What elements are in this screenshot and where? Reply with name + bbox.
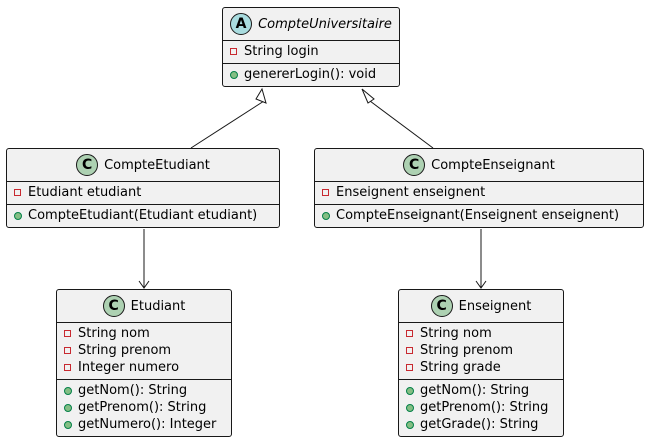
inheritance-arrowhead [255,87,267,104]
method-row: CompteEtudiant(Etudiant etudiant) [13,207,273,224]
attribute-row: String login [229,43,393,60]
public-visibility-icon [63,386,72,395]
methods-section: genererLogin(): void [223,63,399,86]
method-row: getPrenom(): String [405,399,557,416]
attribute-text: Integer numero [78,360,180,375]
private-visibility-icon [405,347,414,354]
method-row: genererLogin(): void [229,66,393,83]
private-visibility-icon [229,48,238,55]
attribute-text: String grade [420,360,501,375]
abstract-class-badge-icon: A [230,13,253,35]
attribute-text: Etudiant etudiant [28,185,142,200]
attribute-text: String login [244,44,319,59]
attribute-text: String prenom [420,343,514,358]
attributes-section: String nom String prenom Integer numero [57,322,231,379]
inheritance-enseignant-line [369,100,434,149]
attribute-row: Etudiant etudiant [13,184,273,201]
method-text: getPrenom(): String [420,400,549,415]
methods-section: CompteEnseignant(Enseignent enseignent) [315,204,643,227]
method-row: getGrade(): String [405,416,557,433]
private-visibility-icon [63,347,72,354]
methods-section: CompteEtudiant(Etudiant etudiant) [7,204,279,227]
class-name: Etudiant [130,298,186,314]
class-etudiant[interactable]: C Etudiant String nom String prenom Inte… [56,289,232,437]
public-visibility-icon [229,70,238,79]
public-visibility-icon [13,211,22,220]
private-visibility-icon [63,330,72,337]
class-compte-universitaire[interactable]: A CompteUniversitaire String login gener… [222,7,400,87]
class-name: CompteEnseignant [431,157,555,173]
inheritance-etudiant-line [190,100,265,149]
public-visibility-icon [405,386,414,395]
attribute-row: String prenom [63,342,225,359]
attributes-section: String nom String prenom String grade [399,322,563,379]
private-visibility-icon [13,189,22,196]
attribute-text: String nom [78,326,150,341]
method-text: CompteEnseignant(Enseignent enseignent) [336,208,620,223]
attribute-row: String prenom [405,342,557,359]
method-text: getNom(): String [420,383,530,398]
class-compte-enseignant[interactable]: C CompteEnseignant Enseignent enseignent… [314,148,644,228]
method-text: getPrenom(): String [78,400,207,415]
class-badge-icon: C [430,295,453,317]
class-badge-icon: C [76,154,99,176]
method-text: getNom(): String [78,383,188,398]
public-visibility-icon [405,420,414,429]
class-name: CompteEtudiant [104,157,210,173]
attributes-section: String login [223,40,399,63]
public-visibility-icon [63,403,72,412]
class-compte-etudiant[interactable]: C CompteEtudiant Etudiant etudiant Compt… [6,148,280,228]
association-arrowhead [475,280,487,289]
private-visibility-icon [405,364,414,371]
inheritance-arrowhead [361,88,375,104]
attributes-section: Etudiant etudiant [7,181,279,204]
methods-section: getNom(): String getPrenom(): String get… [57,379,231,436]
private-visibility-icon [321,189,330,196]
class-badge-icon: C [403,154,426,176]
method-text: getGrade(): String [420,417,539,432]
method-text: CompteEtudiant(Etudiant etudiant) [28,208,258,223]
attribute-text: Enseignent enseignent [336,185,486,200]
attributes-section: Enseignent enseignent [315,181,643,204]
class-name: Enseignent [458,298,532,314]
attribute-row: String nom [405,325,557,342]
method-row: getPrenom(): String [63,399,225,416]
class-name: CompteUniversitaire [258,16,392,32]
class-badge-icon: C [102,295,125,317]
method-row: getNom(): String [63,382,225,399]
class-enseignent[interactable]: C Enseignent String nom String prenom St… [398,289,564,437]
private-visibility-icon [405,330,414,337]
attribute-row: String nom [63,325,225,342]
attribute-text: String prenom [78,343,172,358]
method-row: getNom(): String [405,382,557,399]
method-text: getNumero(): Integer [78,417,217,432]
method-row: CompteEnseignant(Enseignent enseignent) [321,207,637,224]
private-visibility-icon [63,364,72,371]
attribute-text: String nom [420,326,492,341]
method-text: genererLogin(): void [244,67,377,82]
public-visibility-icon [63,420,72,429]
association-arrowhead [138,280,150,289]
attribute-row: String grade [405,359,557,376]
public-visibility-icon [321,211,330,220]
attribute-row: Integer numero [63,359,225,376]
public-visibility-icon [405,403,414,412]
attribute-row: Enseignent enseignent [321,184,637,201]
methods-section: getNom(): String getPrenom(): String get… [399,379,563,436]
method-row: getNumero(): Integer [63,416,225,433]
